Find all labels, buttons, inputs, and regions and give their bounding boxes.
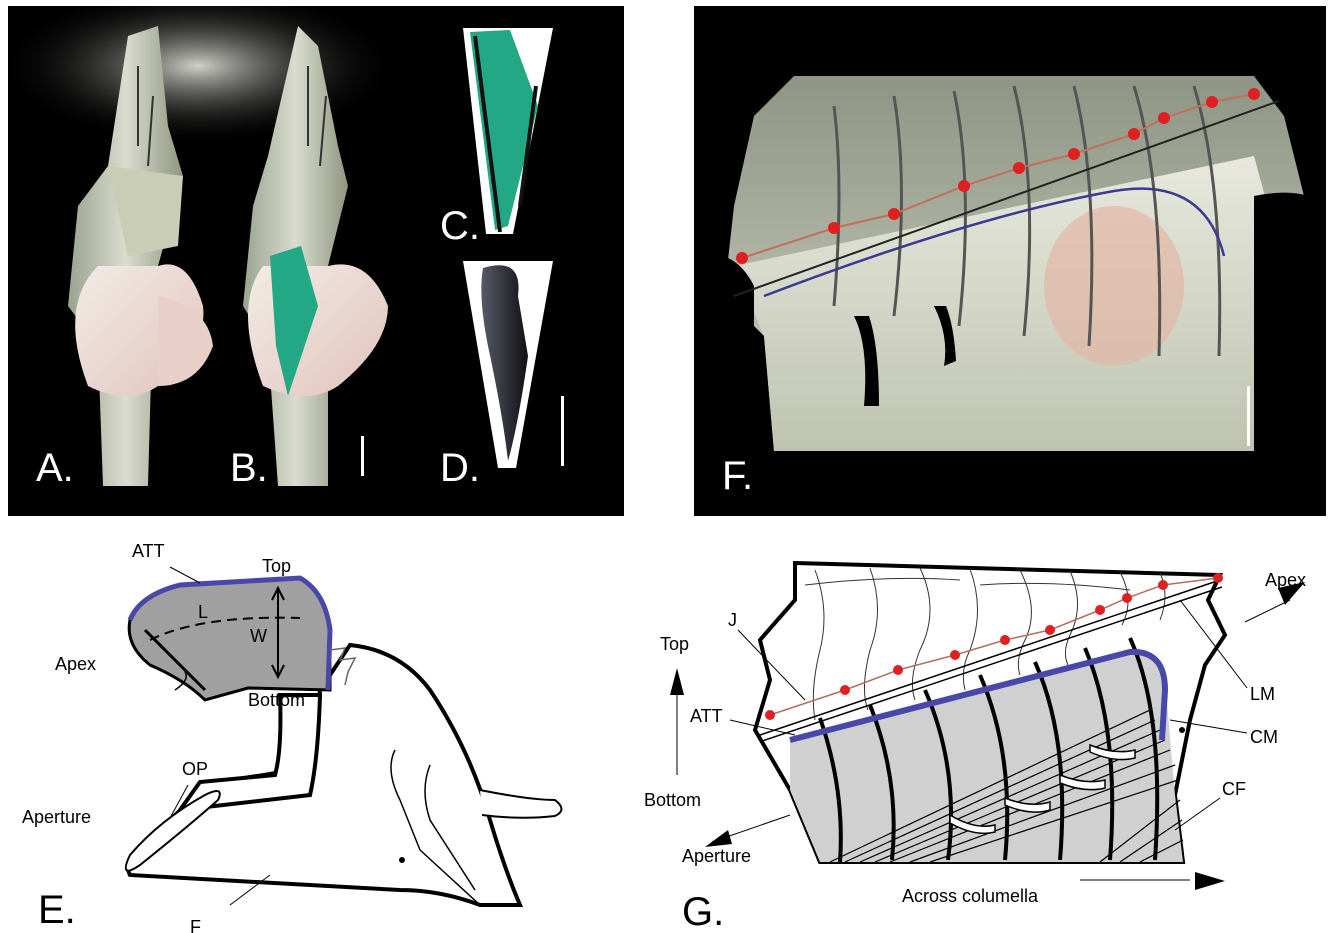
columella-photo-f	[694, 6, 1326, 516]
label-lm: LM	[1250, 684, 1275, 704]
aperture-arrow-head	[705, 830, 732, 847]
label-f: F	[190, 917, 201, 933]
label-top: Top	[262, 556, 291, 576]
top-arrow-head	[670, 668, 684, 695]
label-aperture-g: Aperture	[682, 846, 751, 866]
label-w: W	[250, 626, 267, 646]
label-cf: CF	[1222, 779, 1246, 799]
panel-label-d: D.	[440, 446, 480, 491]
scale-bar-f	[1247, 386, 1250, 446]
photo-panel-a-d: A. B. C. D.	[8, 6, 624, 516]
label-op: OP	[182, 759, 208, 779]
across-arrow-head	[1195, 872, 1225, 890]
panel-e-diagram: ATT Top L W Apex Bottom OP Aperture F E.	[0, 520, 650, 933]
panel-label-a: A.	[36, 446, 74, 491]
label-across: Across columella	[902, 886, 1039, 906]
leader-cf	[1175, 798, 1220, 830]
label-apex-g: Apex	[1265, 570, 1306, 590]
label-l: L	[198, 602, 208, 622]
panel-label-g: G.	[682, 890, 724, 933]
label-j: J	[728, 610, 737, 630]
label-bottom-g: Bottom	[644, 790, 701, 810]
label-att-g: ATT	[690, 706, 723, 726]
tentacle	[480, 790, 562, 818]
panel-label-e: E.	[38, 888, 76, 932]
label-apex: Apex	[55, 654, 96, 674]
panel-label-c: C.	[440, 204, 480, 249]
leader-att	[170, 567, 200, 583]
light-haze	[8, 6, 398, 146]
scale-bar-b	[361, 436, 364, 476]
apex-arrow-line	[1245, 600, 1290, 622]
label-aperture: Aperture	[22, 807, 91, 827]
label-cm: CM	[1250, 727, 1278, 747]
label-att: ATT	[132, 541, 165, 561]
columellar-muscle	[180, 695, 320, 810]
eye	[399, 857, 405, 863]
attachment-area	[129, 578, 330, 700]
photo-panel-f: F.	[694, 6, 1326, 516]
panel-label-f: F.	[722, 454, 753, 499]
panel-d-schematic	[463, 261, 553, 468]
muscle-area	[1044, 206, 1184, 366]
shell-photos-a-d	[8, 6, 624, 516]
label-bottom: Bottom	[248, 690, 305, 710]
panel-label-b: B.	[230, 446, 268, 491]
panel-g-diagram: Apex J Top ATT LM CM CF Bottom Aperture …	[630, 540, 1333, 933]
scale-bar-d	[561, 396, 564, 466]
label-top-g: Top	[660, 634, 689, 654]
